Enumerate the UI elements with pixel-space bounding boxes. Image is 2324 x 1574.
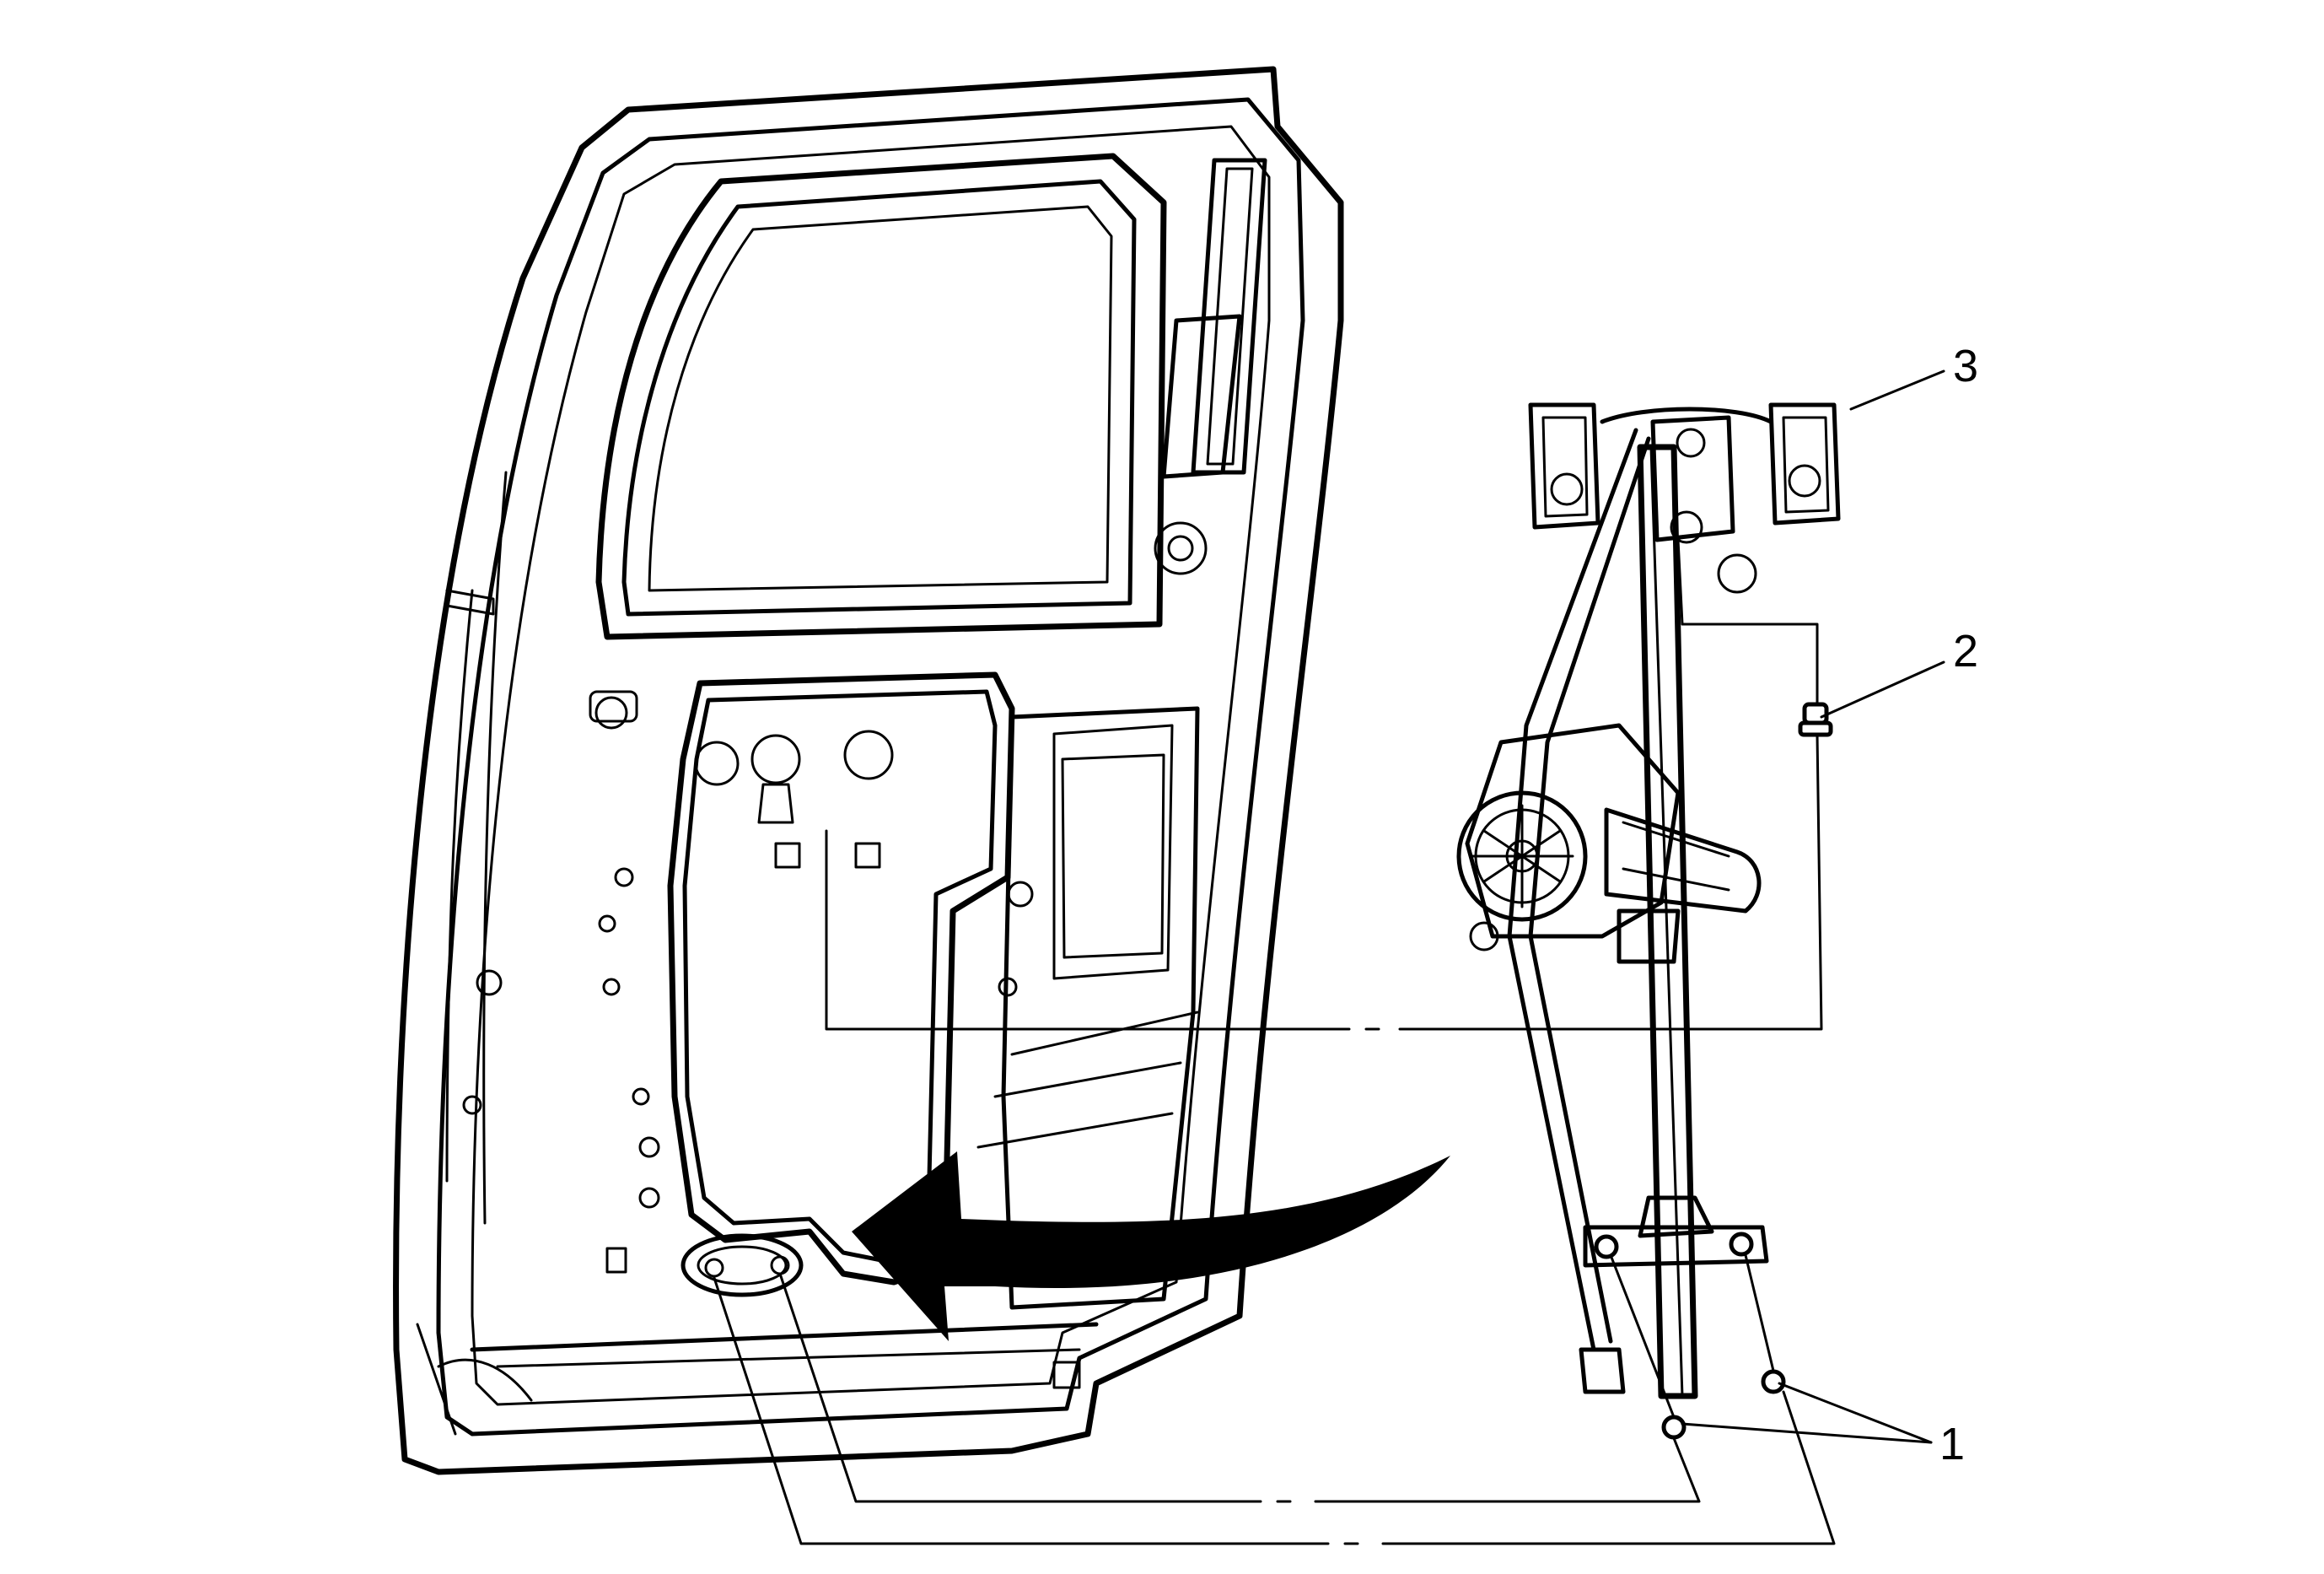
callout-1: 1: [1939, 1419, 1965, 1469]
install-direction-arrow: [852, 1151, 1450, 1341]
alignment-leader-lines: [713, 538, 1836, 1545]
bolt-lower-right: [1761, 1369, 1786, 1394]
bolt-lower-left: [1661, 1415, 1687, 1440]
rear-door-inner-panel: [393, 66, 1344, 1475]
callout-3: 3: [1953, 341, 1978, 391]
window-regulator-assembly: [1456, 402, 1841, 1399]
callout-2: 2: [1953, 626, 1978, 676]
bolt-upper: [1798, 702, 1833, 737]
callout-leaders: [1681, 369, 1945, 1444]
